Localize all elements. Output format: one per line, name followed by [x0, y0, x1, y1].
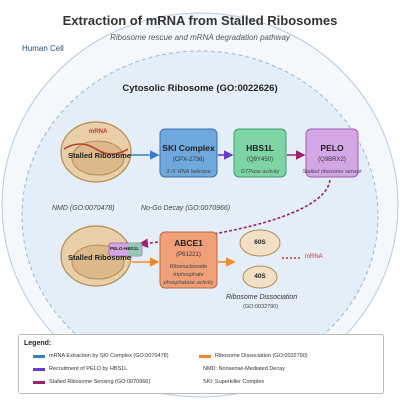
pelo-note: Stalled ribosome sensor [302, 169, 362, 175]
legend-item-label: SKI: Superkiller Complex [203, 379, 265, 385]
ski-complex-id: (CPX-2736) [172, 157, 205, 163]
mrna-label-top: mRNA [89, 129, 108, 135]
abce1-title: ABCE1 [174, 238, 203, 248]
hbs1l-box [233, 128, 287, 178]
cytosolic-compartment [21, 50, 379, 382]
abce1-box [159, 231, 218, 289]
pelo-box [305, 128, 359, 178]
compartment-label: Cytosolic Ribosome (GO:0022626) [122, 83, 278, 94]
stalled-ribosome-label-bottom: Stalled Ribosome [68, 253, 131, 262]
legend: Legend: mRNA Extraction by SKI Complex (… [18, 334, 384, 394]
stalled-ribosome-label-top: Stalled Ribosome [68, 151, 131, 160]
human-cell-label: Human Cell [22, 44, 64, 53]
abce1-note-line2: triphosphate [173, 272, 204, 278]
legend-item-label: mRNA Extraction by SKI Complex (GO:00704… [49, 353, 169, 359]
diagram-subtitle: Ribosome rescue and mRNA degradation pat… [110, 33, 290, 42]
abce1-note-line3: phosphatase activity [163, 280, 214, 286]
hbs1l-title: HBS1L [246, 143, 274, 153]
pathway-nogo-label: No-Go Decay (GO:0070966) [141, 205, 231, 212]
abce1-id: (P61221) [176, 252, 201, 258]
legend-item-label: Stalled Ribosome Sensing (GO:0070966) [49, 379, 151, 385]
hbs1l-id: (Q9Y450) [246, 157, 273, 163]
legend-item-label: NMD: Nonsense-Mediated Decay [203, 366, 285, 372]
ski-complex-box [159, 128, 218, 178]
legend-item-label: Ribosome Dissociation (GO:0032790) [215, 353, 308, 359]
free-mrna-label: mRNA [305, 254, 323, 260]
diagram-title: Extraction of mRNA from Stalled Ribosome… [62, 13, 338, 28]
subunit-60s-label: 60S [254, 239, 266, 246]
legend-item-label: Recruitment of PELO by HBS1L [49, 366, 128, 372]
stalled-ribosome-top-small-subunit [71, 140, 125, 176]
legend-swatch [33, 355, 45, 358]
subunit-60s-shape [239, 229, 281, 257]
pelo-hbs1l-badge: PELO-HBS1L [110, 246, 140, 251]
mrna-strand-top [63, 143, 129, 155]
legend-swatch [33, 368, 45, 371]
legend-title: Legend: [24, 340, 52, 347]
ribosome-dissociation-go: (GO:0032790) [243, 304, 279, 310]
pelo-id: (Q9BRX2) [318, 157, 346, 163]
ski-complex-title: SKI Complex [162, 143, 215, 153]
subunit-40s-shape [242, 265, 278, 289]
ski-complex-note: 3'-5' RNA helicase [166, 169, 211, 175]
pelo-title: PELO [320, 143, 344, 153]
legend-swatch [33, 381, 45, 384]
abce1-note-line1: Ribonucleoside [169, 264, 208, 270]
hbs1l-note: GTPase activity [240, 169, 280, 175]
legend-swatch [199, 355, 211, 358]
ribosome-dissociation-label: Ribosome Dissociation [226, 294, 298, 301]
pathway-nmd-label: NMD (GO:0070478) [52, 205, 115, 212]
subunit-40s-label: 40S [254, 273, 266, 280]
pelo-hbs1l-badge-accent [128, 243, 142, 256]
